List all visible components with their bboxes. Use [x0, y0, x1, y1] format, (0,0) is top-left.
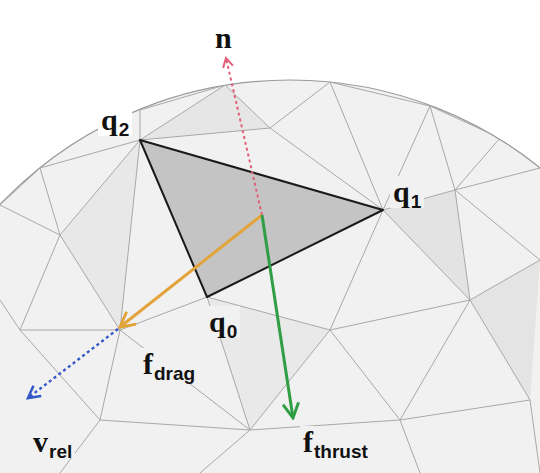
- thrust-force-vector: [262, 215, 293, 418]
- symbol-letter: n: [215, 21, 232, 54]
- normal-vector: [226, 58, 262, 215]
- drag-force-vector: [120, 215, 262, 327]
- symbol-subscript: 0: [227, 321, 238, 342]
- vector-label: fdrag: [140, 348, 198, 380]
- relative-velocity-vector: [28, 329, 118, 398]
- vector-label: vrel: [30, 426, 75, 458]
- symbol-letter: f: [303, 425, 313, 458]
- vector-label: q0: [206, 306, 240, 338]
- symbol-letter: q: [209, 305, 226, 338]
- symbol-subscript: 2: [119, 119, 130, 140]
- sphere-mesh: [0, 80, 540, 473]
- symbol-subscript: drag: [154, 363, 195, 384]
- symbol-letter: q: [393, 175, 410, 208]
- vector-label: fthrust: [300, 426, 371, 458]
- vector-label: q1: [390, 176, 424, 208]
- symbol-letter: v: [33, 425, 48, 458]
- symbol-subscript: 1: [411, 191, 422, 212]
- symbol-letter: f: [143, 347, 153, 380]
- vector-label: q2: [98, 104, 132, 136]
- vector-label: n: [212, 22, 235, 54]
- symbol-subscript: rel: [49, 441, 72, 462]
- symbol-letter: q: [101, 103, 118, 136]
- symbol-subscript: thrust: [314, 441, 368, 462]
